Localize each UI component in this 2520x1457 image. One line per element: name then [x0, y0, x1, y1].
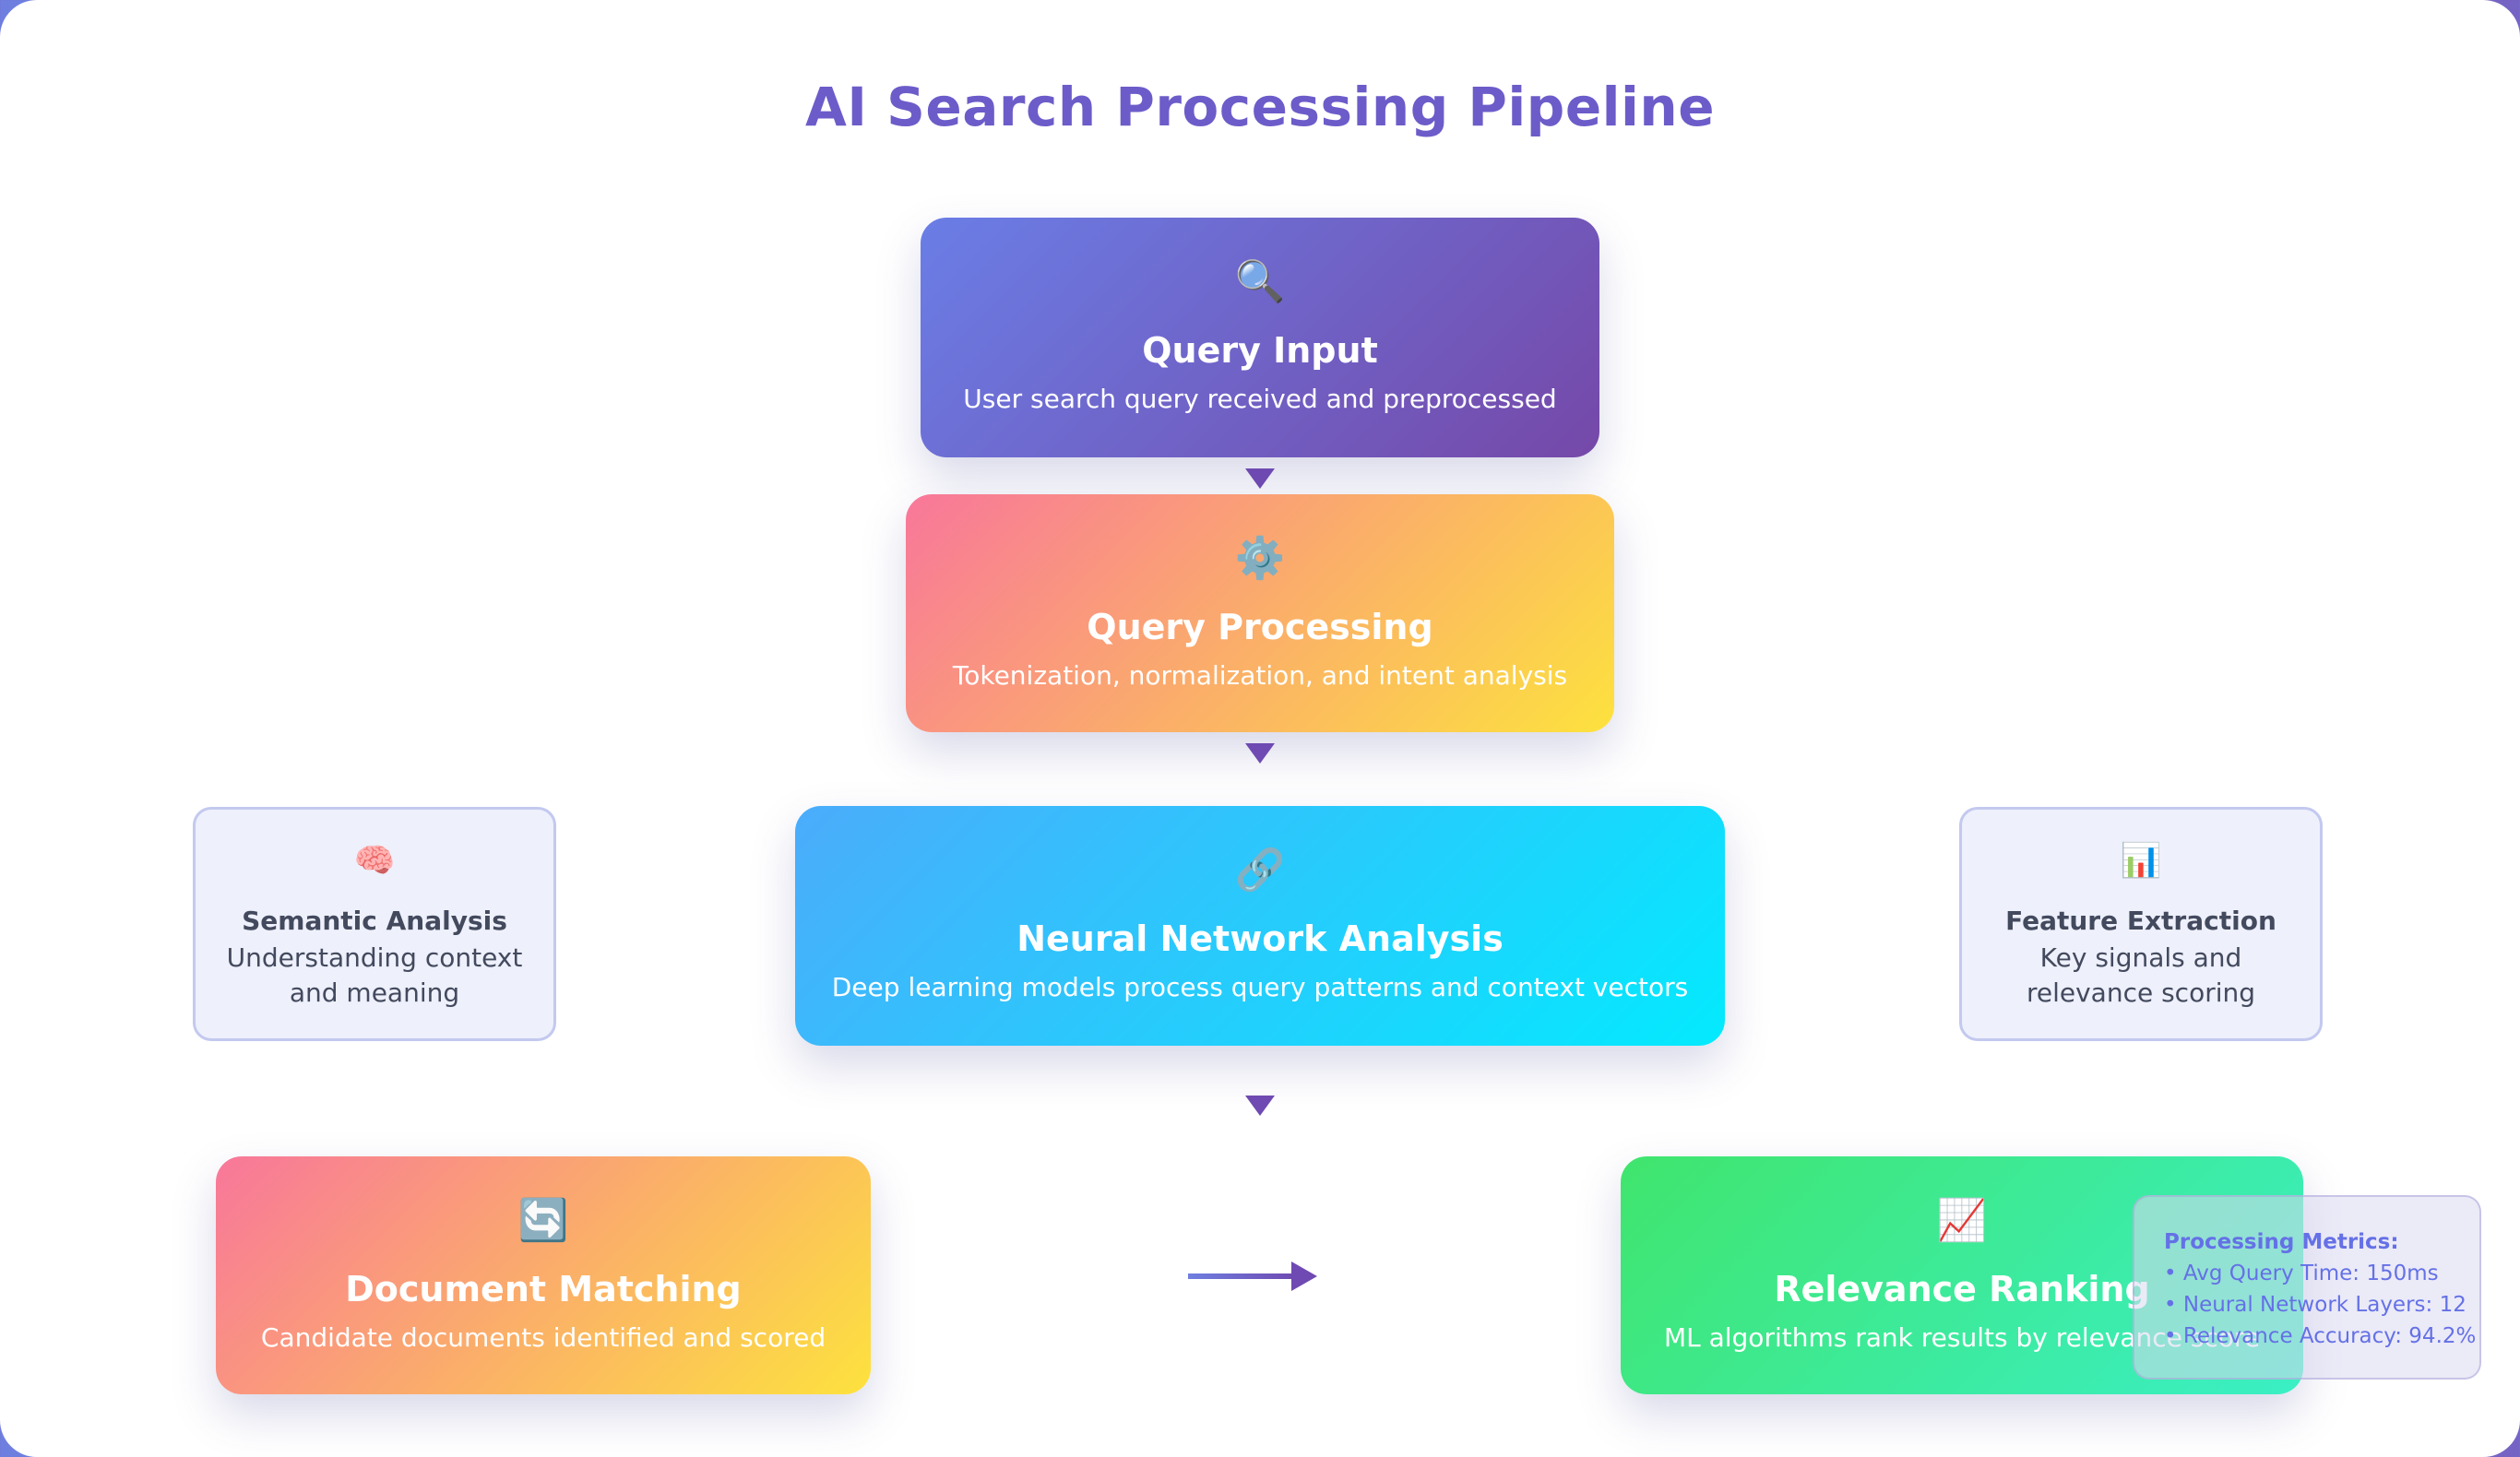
brain-icon: 🧠 [353, 842, 396, 880]
metrics-item: • Neural Network Layers: 12 [2164, 1293, 2467, 1317]
relevance-ranking-title: Relevance Ranking [1774, 1269, 2150, 1309]
flow-arrow-down-1 [1245, 468, 1275, 489]
flow-arrow-right [1188, 1262, 1317, 1291]
query-input-desc: User search query received and preproces… [963, 384, 1557, 414]
magnifier-icon: 🔍 [1234, 258, 1286, 305]
feature-extraction-desc: Key signals and relevance scoring [2026, 942, 2256, 1008]
refresh-icon: 🔄 [517, 1197, 569, 1244]
query-input-card: 🔍 Query Input User search query received… [921, 218, 1599, 457]
gear-icon: ⚙️ [1234, 535, 1286, 582]
semantic-analysis-title: Semantic Analysis [242, 906, 507, 936]
bar-chart-icon: 📊 [2120, 842, 2162, 880]
neural-network-card: 🔗 Neural Network Analysis Deep learning … [795, 806, 1725, 1046]
neural-network-desc: Deep learning models process query patte… [831, 972, 1689, 1002]
feature-extraction-title: Feature Extraction [2005, 906, 2276, 936]
document-matching-card: 🔄 Document Matching Candidate documents … [216, 1156, 871, 1394]
semantic-analysis-box: 🧠 Semantic Analysis Understanding contex… [193, 807, 556, 1041]
metrics-title: Processing Metrics: [2164, 1230, 2399, 1254]
semantic-analysis-desc: Understanding context and meaning [226, 942, 523, 1008]
document-matching-desc: Candidate documents identified and score… [260, 1322, 826, 1353]
neural-network-title: Neural Network Analysis [1016, 918, 1504, 959]
flow-arrow-down-3 [1245, 1096, 1275, 1116]
query-processing-title: Query Processing [1087, 607, 1433, 647]
metrics-item: • Avg Query Time: 150ms [2164, 1262, 2439, 1285]
feature-extraction-box: 📊 Feature Extraction Key signals and rel… [1959, 807, 2323, 1041]
chart-up-icon: 📈 [1936, 1197, 1988, 1244]
metrics-item: • Relevance Accuracy: 94.2% [2164, 1324, 2477, 1348]
document-matching-title: Document Matching [345, 1269, 742, 1309]
query-processing-card: ⚙️ Query Processing Tokenization, normal… [906, 494, 1614, 732]
link-icon: 🔗 [1234, 847, 1286, 894]
page-title: AI Search Processing Pipeline [804, 76, 1716, 138]
query-input-title: Query Input [1142, 330, 1378, 371]
flow-arrow-down-2 [1245, 743, 1275, 764]
processing-metrics-panel: Processing Metrics: • Avg Query Time: 15… [2133, 1195, 2481, 1380]
query-processing-desc: Tokenization, normalization, and intent … [952, 660, 1568, 691]
